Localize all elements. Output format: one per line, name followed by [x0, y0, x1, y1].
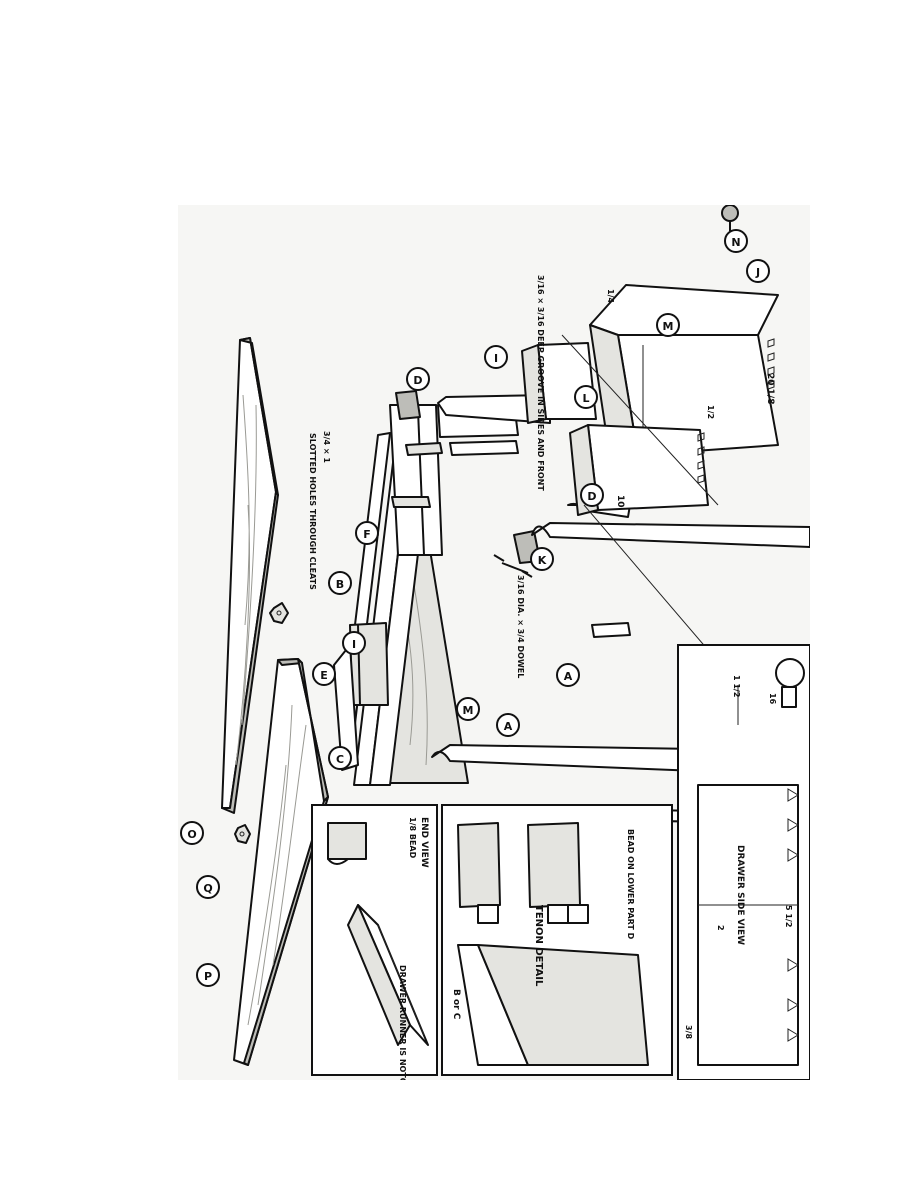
- drawing-sheet: P Q O C E B F I D I D A M A K L M J N SL…: [178, 205, 810, 1080]
- drawer-side-view-title: DRAWER SIDE VIEW: [735, 845, 745, 945]
- table-top-upper-piece: [221, 337, 279, 814]
- label-A: A: [504, 720, 513, 733]
- annotations: SLOTTED HOLES THROUGH CLEATS 3/4 × 1 3/1…: [308, 275, 775, 678]
- groove-note: 3/16 × 3/16 DEEP GROOVE IN SIDES AND FRO…: [536, 275, 545, 491]
- dim-drawer-depth: 20 1/8: [765, 373, 775, 404]
- dim-drawer-side: 10: [615, 495, 625, 508]
- label-F: F: [363, 528, 371, 541]
- dim-2: 2: [716, 925, 725, 931]
- label-B: B: [336, 578, 344, 591]
- label-D-top: D: [413, 374, 422, 387]
- label-K: K: [538, 554, 547, 567]
- bead-lower-note: BEAD ON LOWER PART D: [626, 829, 635, 940]
- label-P: P: [204, 970, 212, 983]
- tenon-detail: [441, 804, 673, 1076]
- label-L: L: [582, 392, 589, 405]
- slotted-holes-note: SLOTTED HOLES THROUGH CLEATS: [308, 433, 317, 590]
- label-C: C: [336, 753, 344, 766]
- label-M-drawer: M: [663, 320, 674, 333]
- dim-1-1-2: 1 1/2: [732, 675, 741, 697]
- label-I: I: [352, 638, 356, 651]
- label-A-left: A: [564, 670, 573, 683]
- table-top-lower-piece: [233, 658, 329, 1066]
- dim-fraction-a: 1/2: [706, 405, 715, 419]
- label-J: J: [755, 266, 760, 279]
- dim-3-8: 3/8: [684, 1025, 693, 1039]
- end-view-detail: [311, 804, 438, 1076]
- drawer-side-view-detail: [677, 644, 810, 1080]
- slotted-fraction: 3/4 × 1: [322, 431, 331, 463]
- label-O: O: [187, 828, 196, 841]
- part-label-circles: [180, 229, 770, 987]
- tabletop-fasteners: [234, 602, 289, 844]
- label-Q: Q: [203, 882, 212, 895]
- end-view-title: END VIEW: [419, 817, 429, 868]
- label-E: E: [320, 669, 328, 682]
- b-or-c-label: B or C: [451, 989, 461, 1020]
- label-N: N: [731, 236, 740, 249]
- bead-note: 1/8 BEAD: [408, 817, 417, 859]
- label-D-right: D: [587, 490, 596, 503]
- dim-5-1-2: 5 1/2: [784, 905, 793, 927]
- runner-note: DRAWER RUNNER IS NOTCHED TO FIT AROUND L…: [398, 965, 407, 1080]
- detail-annotations: END VIEW 1/8 BEAD DRAWER RUNNER IS NOTCH…: [398, 675, 793, 1080]
- dim-fraction-b: 1/4: [606, 289, 615, 303]
- dowel-note: 3/16 DIA. × 3/4 DOWEL: [516, 575, 525, 678]
- part-label-letters: P Q O C E B F I D I D A M A K L M J N: [187, 236, 760, 983]
- exploded-table-drawing: P Q O C E B F I D I D A M A K L M J N SL…: [180, 205, 810, 1080]
- label-I-mid: I: [494, 352, 498, 365]
- label-M: M: [463, 704, 474, 717]
- dim-16: 16: [768, 693, 777, 705]
- drawer-assembly: [521, 205, 779, 686]
- tenon-title: TENON DETAIL: [533, 905, 544, 987]
